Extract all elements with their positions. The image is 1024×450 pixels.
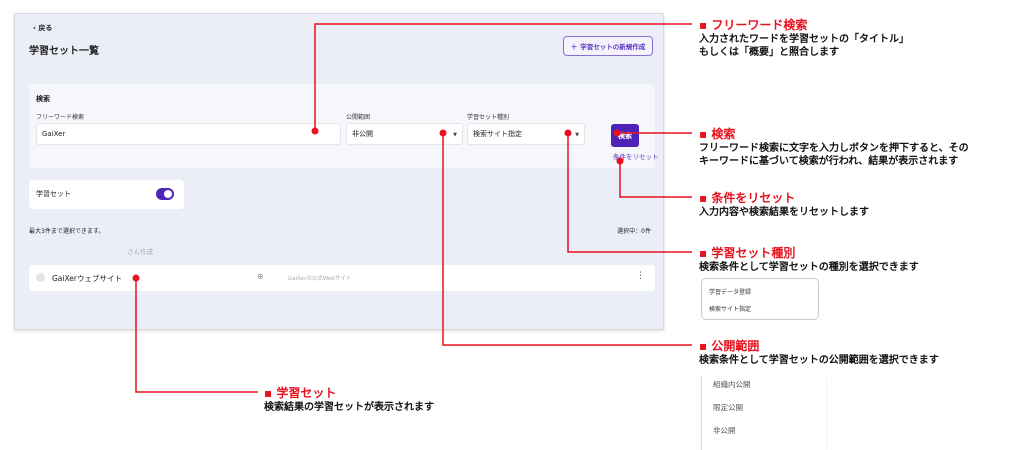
- globe-icon: ⊕: [257, 272, 264, 281]
- selected-count: 選択中：0件: [617, 228, 651, 235]
- annotation-title: ▪ 公開範囲: [699, 339, 760, 353]
- title-text: 学習セット: [276, 386, 337, 400]
- visibility-option[interactable]: 限定公開: [713, 403, 743, 412]
- marker-dot: [613, 129, 621, 137]
- result-title: GaiXerウェブサイト: [52, 274, 122, 283]
- visibility-value: 非公開: [352, 130, 373, 138]
- title-text: 検索: [711, 127, 736, 141]
- marker-dot: [439, 129, 447, 137]
- marker-dot: [132, 274, 140, 282]
- marker-dot: [564, 129, 572, 137]
- visibility-option[interactable]: 組織内公開: [713, 380, 751, 389]
- annotation-title: ▪ 学習セット: [264, 386, 337, 400]
- connector-freeword: [314, 23, 692, 131]
- back-label: 戻る: [38, 24, 53, 32]
- learning-set-toggle[interactable]: [156, 188, 174, 200]
- annotation-desc: もしくは「概要」と照合します: [699, 47, 839, 58]
- page-title: 学習セット一覧: [29, 46, 99, 57]
- freeword-label: フリーワード検索: [36, 114, 85, 121]
- visibility-label: 公開範囲: [346, 114, 371, 121]
- create-learning-set-button[interactable]: ＋学習セットの新規作成: [563, 36, 653, 56]
- more-options-icon[interactable]: ⋮: [636, 271, 645, 281]
- annotation-title: ▪ 学習セット種別: [699, 246, 796, 260]
- back-link[interactable]: ‹ 戻る: [33, 23, 52, 33]
- select-check-icon[interactable]: [36, 273, 45, 282]
- annotation-desc: フリーワード検索に文字を入力しボタンを押下すると、その: [699, 143, 969, 154]
- reset-link[interactable]: 条件をリセット: [613, 153, 659, 161]
- annotation-title: ▪ フリーワード検索: [699, 18, 808, 32]
- visibility-select[interactable]: 非公開 ▼: [346, 123, 463, 145]
- app-window: ‹ 戻る 学習セット一覧 ＋学習セットの新規作成 検索 フリーワード検索 Gai…: [14, 13, 664, 330]
- connector-reset: [619, 161, 692, 198]
- freeword-value: GaiXer: [42, 130, 66, 138]
- annotation-desc: キーワードに基づいて検索が行われ、結果が表示されます: [699, 156, 959, 167]
- annotation-desc: 検索条件として学習セットの種別を選択できます: [699, 262, 919, 273]
- title-text: 学習セット種別: [711, 246, 796, 260]
- visibility-option[interactable]: 非公開: [713, 426, 736, 435]
- annotation-freeword: ▪ フリーワード検索 入力されたワードを学習セットの「タイトル」 もしくは「概要…: [699, 16, 909, 59]
- plus-icon: ＋: [570, 43, 578, 51]
- connector-visibility: [442, 133, 692, 346]
- type-value: 検索サイト指定: [473, 130, 522, 138]
- annotation-visibility: ▪ 公開範囲 検索条件として学習セットの公開範囲を選択できます: [699, 337, 939, 367]
- type-select[interactable]: 検索サイト指定 ▼: [467, 123, 585, 145]
- result-description: GaiXerの公式Webサイト: [288, 276, 352, 282]
- create-label: 学習セットの新規作成: [580, 43, 646, 51]
- connector-result: [135, 278, 258, 393]
- type-option[interactable]: 学習データ登録: [709, 289, 752, 296]
- caret-down-icon: ▼: [453, 132, 457, 138]
- type-options-dropdown: 学習データ登録 検索サイト指定: [701, 278, 819, 320]
- marker-dot: [311, 127, 319, 135]
- annotation-desc: 入力内容や検索結果をリセットします: [699, 207, 869, 218]
- chevron-left-icon: ‹: [33, 24, 39, 32]
- annotation-search: ▪ 検索 フリーワード検索に文字を入力しボタンを押下すると、その キーワードに基…: [699, 125, 969, 168]
- title-text: 公開範囲: [711, 339, 760, 353]
- annotation-type: ▪ 学習セット種別 検索条件として学習セットの種別を選択できます: [699, 244, 919, 274]
- search-panel: 検索 フリーワード検索 GaiXer 公開範囲 非公開 ▼ 学習セット種別 検索サ…: [29, 84, 655, 168]
- marker-dot: [616, 157, 624, 165]
- type-option[interactable]: 検索サイト指定: [709, 306, 752, 313]
- search-heading: 検索: [36, 95, 50, 103]
- annotation-desc: 入力されたワードを学習セットの「タイトル」: [699, 34, 909, 45]
- annotation-result: ▪ 学習セット 検索結果の学習セットが表示されます: [264, 384, 434, 414]
- visibility-options-dropdown: 組織内公開 限定公開 非公開: [701, 375, 826, 450]
- learning-set-toggle-card: 学習セット: [29, 180, 184, 209]
- annotation-desc: 検索条件として学習セットの公開範囲を選択できます: [699, 355, 939, 366]
- toggle-label: 学習セット: [36, 190, 71, 198]
- annotation-reset: ▪ 条件をリセット 入力内容や検索結果をリセットします: [699, 189, 869, 219]
- annotation-desc: 検索結果の学習セットが表示されます: [264, 402, 434, 413]
- annotation-title: ▪ 条件をリセット: [699, 191, 796, 205]
- title-text: 条件をリセット: [711, 191, 796, 205]
- freeword-input[interactable]: GaiXer: [36, 123, 341, 145]
- type-label: 学習セット種別: [467, 114, 510, 121]
- connector-type: [567, 133, 692, 253]
- caret-down-icon: ▼: [575, 132, 579, 138]
- creator-label: さん作成: [127, 248, 153, 256]
- max-selection-note: 最大3件まで選択できます。: [29, 228, 105, 235]
- title-text: フリーワード検索: [711, 18, 808, 32]
- annotation-title: ▪ 検索: [699, 127, 736, 141]
